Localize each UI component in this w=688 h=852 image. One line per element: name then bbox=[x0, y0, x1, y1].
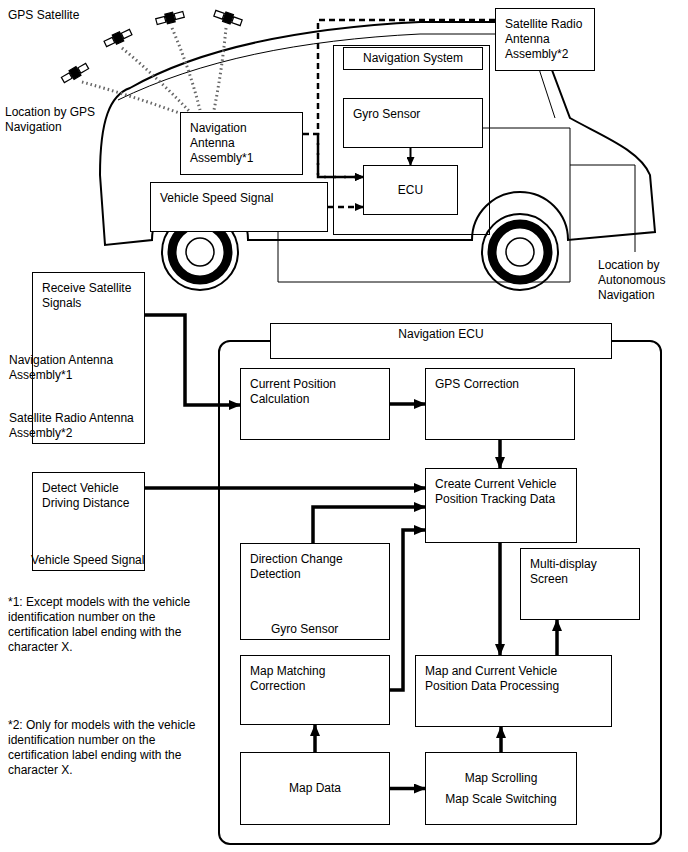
leader-lines bbox=[278, 128, 635, 282]
footnote: *2: Only for models with the vehicle ide… bbox=[8, 718, 213, 778]
box-text: Create Current Vehicle Position Tracking… bbox=[435, 477, 567, 507]
front-wheel bbox=[482, 214, 558, 290]
part-name: Vehicle Speed Signal bbox=[31, 553, 201, 568]
box-text: Detect Vehicle Driving Distance bbox=[42, 481, 135, 511]
process-box: Receive Satellite SignalsNavigation Ante… bbox=[32, 272, 145, 444]
flow-arrow bbox=[390, 787, 425, 791]
box-text: Navigation Antenna Assembly*1 bbox=[190, 121, 293, 166]
part-name: Satellite Radio Antenna Assembly*2 bbox=[9, 411, 179, 441]
box-text: Receive Satellite Signals bbox=[42, 281, 135, 311]
system-box: Navigation SystemGyro SensorECU bbox=[333, 45, 490, 235]
process-box: GPS Correction bbox=[425, 368, 575, 440]
antenna-box: Navigation Antenna Assembly*1 bbox=[180, 112, 303, 175]
display-box: Multi-display Screen bbox=[520, 548, 640, 620]
process-box: Current Position Calculation bbox=[240, 368, 390, 440]
flow-arrow bbox=[313, 507, 425, 543]
ecu-box: ECU bbox=[363, 165, 458, 215]
flow-arrow bbox=[498, 543, 502, 655]
footnote: *1: Except models with the vehicle ident… bbox=[8, 595, 213, 655]
sensor-box: Gyro Sensor bbox=[343, 98, 483, 148]
process-box: Map Matching Correction bbox=[240, 655, 390, 725]
process-box: Map and Current Vehicle Position Data Pr… bbox=[415, 655, 612, 727]
satellites bbox=[60, 9, 242, 85]
antenna-box: Satellite Radio Antenna Assembly*2 bbox=[495, 8, 595, 71]
signal-box: Vehicle Speed Signal bbox=[150, 182, 328, 232]
process-box: Detect Vehicle Driving DistanceVehicle S… bbox=[32, 472, 145, 571]
box-text: Map Data bbox=[250, 781, 380, 796]
box-text: Direction Change Detection bbox=[250, 552, 380, 582]
box-text: Map and Current Vehicle Position Data Pr… bbox=[425, 664, 602, 694]
flow-arrow bbox=[390, 402, 425, 406]
process-box: Map ScrollingMap Scale Switching bbox=[425, 752, 577, 825]
box-text: Vehicle Speed Signal bbox=[160, 191, 318, 206]
box-text: ECU bbox=[373, 183, 448, 198]
box-text: Gyro Sensor bbox=[353, 107, 473, 122]
signal-arrow bbox=[318, 20, 495, 177]
process-box: Direction Change DetectionGyro Sensor bbox=[240, 543, 390, 640]
box-text: Map Matching Correction bbox=[250, 664, 380, 694]
box-text: Map Scale Switching bbox=[435, 792, 567, 807]
satellite-label: GPS Satellite bbox=[8, 8, 168, 23]
location-label: Location by GPS Navigation bbox=[5, 105, 145, 135]
ecu-container: Navigation ECUCurrent Position Calculati… bbox=[218, 340, 662, 845]
header-tab: Navigation System bbox=[343, 47, 483, 70]
header-tab: Navigation ECU bbox=[270, 323, 612, 359]
flow-arrow bbox=[410, 148, 412, 165]
process-box: Create Current Vehicle Position Tracking… bbox=[425, 468, 577, 543]
flow-arrow bbox=[498, 440, 502, 468]
box-text: Multi-display Screen bbox=[530, 557, 630, 587]
data-box: Map Data bbox=[240, 752, 390, 825]
box-text: Satellite Radio Antenna Assembly*2 bbox=[505, 17, 585, 62]
box-text: Current Position Calculation bbox=[250, 377, 380, 407]
box-text: Map Scrolling bbox=[435, 771, 567, 786]
satellite-signals bbox=[82, 28, 226, 114]
flow-arrow bbox=[499, 727, 503, 752]
flow-arrow bbox=[145, 486, 425, 490]
flow-arrow bbox=[313, 725, 317, 752]
box-text: GPS Correction bbox=[435, 377, 565, 392]
part-name: Navigation Antenna Assembly*1 bbox=[9, 353, 179, 383]
part-name: Gyro Sensor bbox=[271, 622, 401, 637]
flow-arrow bbox=[145, 315, 240, 405]
location-label: Location by Autonomous Navigation bbox=[598, 258, 684, 303]
flow-arrow bbox=[555, 620, 559, 655]
